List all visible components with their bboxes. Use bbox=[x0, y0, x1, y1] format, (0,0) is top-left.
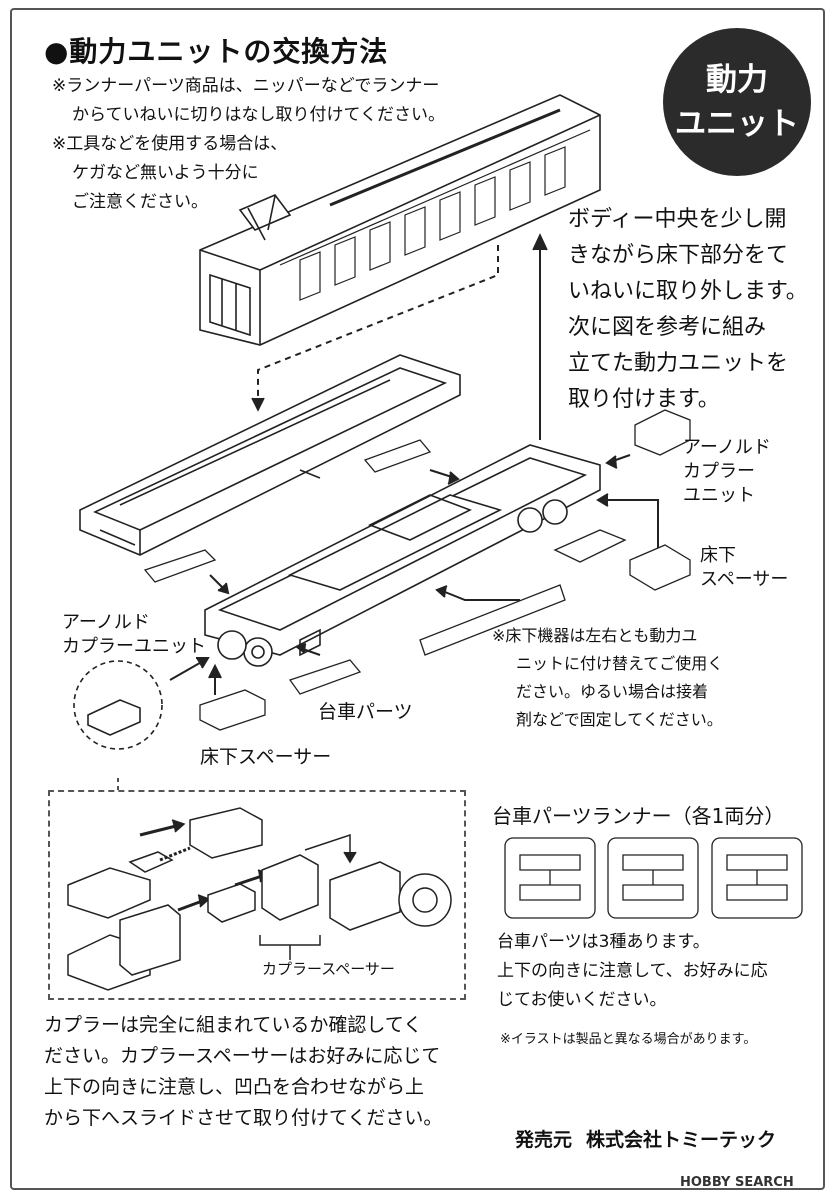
instruction-line: ださい。カプラースペーサーはお好みに応じて bbox=[44, 1045, 441, 1067]
label-line: カプラーユニット bbox=[62, 636, 206, 657]
page-title: ●動力ユニットの交換方法 bbox=[44, 35, 389, 68]
label-line: ユニット bbox=[683, 485, 755, 506]
instruction-right: ボディー中央を少し開 きながら床下部分をて いねいに取り外します。 次に図を参考… bbox=[568, 202, 808, 418]
label-bogie-parts: 台車パーツ bbox=[318, 701, 413, 723]
coupler-detail-box bbox=[48, 790, 466, 1000]
note-line: ニットに付け替えてご使用く bbox=[516, 654, 724, 673]
watermark: HOBBY SEARCH bbox=[680, 1175, 794, 1190]
label-line: アーノルド bbox=[683, 437, 771, 458]
label-arnold-coupler-right: アーノルド カプラー ユニット bbox=[683, 436, 771, 508]
assembly-arrows bbox=[169, 454, 659, 695]
motor-unit-drawing bbox=[204, 444, 601, 667]
coupler-instructions: カプラーは完全に組まれているか確認してく ださい。カプラースペーサーはお好みに応… bbox=[44, 1010, 442, 1134]
note-line: 剤などで固定してください。 bbox=[516, 710, 723, 729]
illustration-disclaimer: ※イラストは製品と異なる場合があります。 bbox=[500, 1032, 757, 1047]
manual-page bbox=[10, 8, 825, 1190]
instruction-line: きながら床下部分をて bbox=[568, 243, 789, 268]
label-line: スペーサー bbox=[700, 569, 789, 590]
underfloor-frame-drawing bbox=[79, 354, 461, 556]
runner-description: 台車パーツは3種あります。 上下の向きに注意して、お好みに応 じてお使いください… bbox=[497, 928, 768, 1015]
label-line: 床下 bbox=[700, 545, 736, 566]
instruction-line: 上下の向きに注意し、凹凸を合わせながら上 bbox=[44, 1076, 425, 1098]
instruction-line: ボディー中央を少し開 bbox=[568, 207, 787, 232]
power-unit-badge: 動力 ユニット bbox=[663, 28, 811, 176]
label-underfloor-spacer-right: 床下 スペーサー bbox=[700, 544, 788, 592]
note-line: ※工具などを使用する場合は、 bbox=[52, 134, 288, 154]
badge-line2: ユニット bbox=[675, 106, 799, 142]
runner-title: 台車パーツランナー（各1両分） bbox=[492, 804, 785, 828]
instruction-line: カプラーは完全に組まれているか確認してく bbox=[44, 1014, 423, 1036]
note-line: ださい。ゆるい場合は接着 bbox=[516, 682, 709, 701]
instruction-line: 次に図を参考に組み bbox=[568, 315, 767, 340]
publisher: 発売元株式会社トミーテック bbox=[515, 1125, 776, 1152]
train-body-drawing bbox=[199, 94, 601, 346]
publisher-company: 株式会社トミーテック bbox=[586, 1129, 777, 1151]
note-line: からていねいに切りはなし取り付けてください。 bbox=[72, 105, 445, 125]
note-line: ※ランナーパーツ商品は、ニッパーなどでランナー bbox=[52, 76, 440, 96]
badge-line1: 動力 bbox=[706, 62, 768, 98]
runner-desc-line: 上下の向きに注意して、お好みに応 bbox=[497, 961, 768, 981]
instruction-line: 取り付けます。 bbox=[568, 387, 720, 412]
notes-top: ※ランナーパーツ商品は、ニッパーなどでランナー からていねいに切りはなし取り付け… bbox=[52, 72, 445, 217]
note-line: ご注意ください。 bbox=[72, 192, 208, 212]
publisher-label: 発売元 bbox=[515, 1129, 573, 1151]
runner-drawings bbox=[504, 837, 803, 919]
note-line: ※床下機器は左右とも動力ユ bbox=[492, 626, 698, 645]
instruction-line: いねいに取り外します。 bbox=[568, 279, 808, 304]
coupler-assembly-drawing bbox=[67, 807, 452, 991]
instruction-line: から下へスライドさせて取り付けてください。 bbox=[44, 1107, 443, 1129]
runner-desc-line: じてお使いください。 bbox=[497, 990, 667, 1010]
note-line: ケガなど無いよう十分に bbox=[72, 163, 259, 183]
label-coupler-spacer: カプラースペーサー bbox=[262, 960, 395, 978]
label-arnold-coupler-left: アーノルド カプラーユニット bbox=[62, 611, 206, 659]
label-line: カプラー bbox=[683, 461, 755, 482]
runner-desc-line: 台車パーツは3種あります。 bbox=[497, 932, 710, 952]
small-parts-drawing bbox=[143, 409, 691, 731]
label-underfloor-spacer-bottom: 床下スペーサー bbox=[200, 746, 332, 768]
label-line: アーノルド bbox=[62, 612, 150, 633]
note-underfloor-equipment: ※床下機器は左右とも動力ユ ニットに付け替えてご使用く ださい。ゆるい場合は接着… bbox=[492, 622, 723, 734]
instruction-line: 立てた動力ユニットを bbox=[568, 351, 789, 376]
